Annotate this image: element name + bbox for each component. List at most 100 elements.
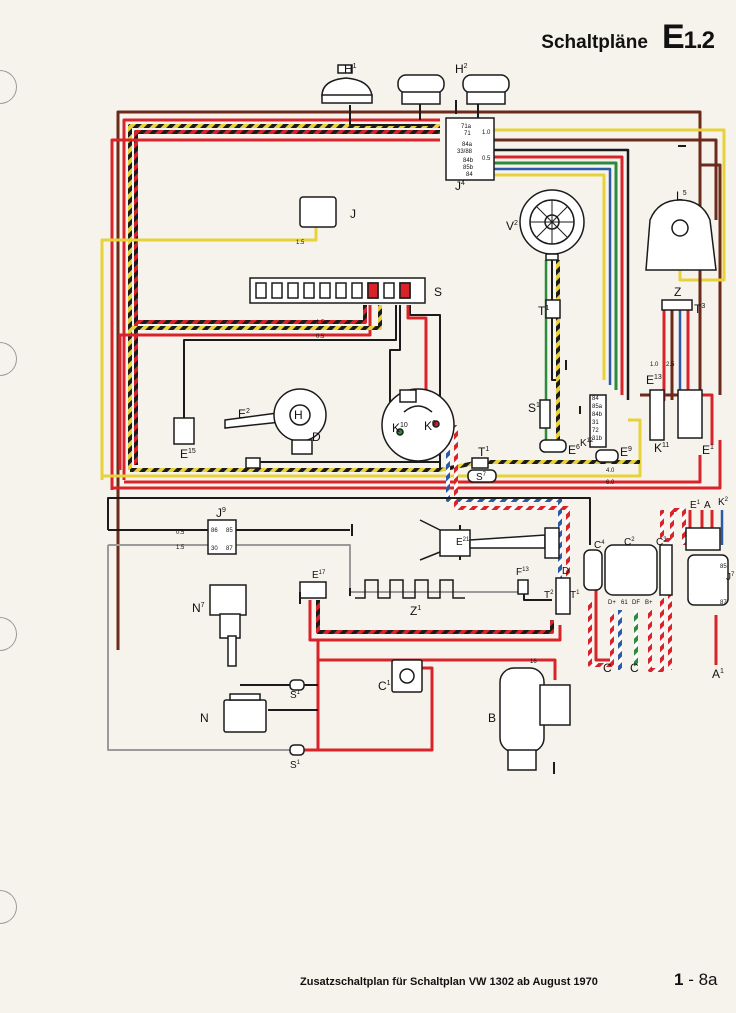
switch-block: [589, 394, 607, 448]
wire-size-b: 16: [530, 659, 537, 665]
wire-red-top: [122, 118, 440, 480]
wire-yellow-j: [100, 225, 318, 480]
label-d: D: [312, 430, 321, 444]
lamp-l5: [645, 199, 717, 271]
pin-sw-0: 84: [592, 396, 599, 402]
wire-size-j: 1.5: [296, 240, 305, 246]
pin-j7-1: 87: [720, 600, 727, 606]
wire-size-bus-1: 6.0: [606, 480, 615, 486]
label-c3: C3: [656, 537, 667, 548]
label-l5: L5: [676, 189, 687, 203]
label-e1: E1: [702, 443, 714, 457]
pin-j4-1: 71: [464, 131, 471, 137]
page-number-suffix: 8a: [698, 970, 718, 989]
label-b: B: [488, 711, 496, 725]
label-s1c: S1: [290, 760, 301, 771]
page-number: 1 - 8a: [674, 970, 718, 990]
pin-sw-2: 84b: [592, 412, 603, 418]
pin-sw-5: 31b: [592, 436, 603, 442]
heater-z1: [355, 579, 465, 599]
page-number-prefix: 1: [674, 970, 684, 989]
fuse-s1c: [289, 744, 305, 756]
wire-red-black-top: [134, 130, 440, 465]
horn-h1: [321, 64, 373, 104]
label-h1: H1: [344, 62, 357, 76]
label-z: Z: [674, 285, 681, 299]
sensor-f13: [517, 579, 529, 595]
pin-j7-0: 85: [720, 564, 727, 570]
wire-red-bus: [112, 440, 722, 490]
label-e15: E15: [180, 447, 196, 461]
footer-caption: Zusatzschaltplan für Schaltplan VW 1302 …: [300, 976, 598, 988]
label-a: A: [704, 500, 711, 511]
label-k2: K2: [718, 497, 729, 508]
pin-j4-0: 71a: [461, 124, 472, 130]
label-j: J: [350, 207, 356, 221]
label-e1b: E1: [690, 500, 701, 511]
fusebox-s: [249, 277, 426, 304]
label-s1: S1: [528, 401, 540, 415]
label-a1: A1: [712, 667, 724, 681]
wire-brown-j4: [494, 138, 718, 220]
wire-black-s: [183, 305, 397, 418]
relay-j9: [207, 519, 237, 555]
pin-j9-1: 30: [211, 546, 218, 552]
instrument-cluster: [381, 388, 455, 462]
pin-reg-3: B+: [645, 600, 653, 606]
battery-block: [685, 527, 721, 551]
pin-j4-3: 33/88: [457, 149, 473, 155]
connector-t1-left: [245, 457, 261, 469]
label-t3: T3: [694, 302, 705, 316]
fuse-s7: [467, 469, 497, 483]
label-j4: J4: [455, 179, 465, 193]
label-s7: S7: [476, 472, 487, 483]
wire-green-j4: [494, 161, 618, 390]
pin-sw-1: 85a: [592, 404, 603, 410]
wire-red-bus2: [124, 455, 702, 484]
page-number-sep: -: [683, 970, 699, 989]
label-s: S: [434, 285, 442, 299]
wire-size-s-0: 1.5: [316, 320, 325, 326]
wire-size-j4-2: 0.5: [482, 156, 491, 162]
label-z1: Z1: [410, 604, 421, 618]
wire-red-b1: [300, 640, 320, 752]
label-c4: C4: [594, 540, 605, 551]
wire-redblack-s: [135, 305, 367, 324]
pin-j9-2: 85: [226, 528, 233, 534]
label-f13: F13: [516, 567, 529, 578]
switch-e13: [649, 389, 665, 441]
valve-n7: [209, 584, 247, 667]
wire-red-s1: [118, 305, 372, 470]
fuse-s1b: [289, 679, 305, 691]
pin-j4-4: 84b: [463, 158, 474, 164]
fan-v2: [519, 189, 585, 261]
pin-sw-3: 31: [592, 420, 599, 426]
pin-reg-0: D+: [608, 600, 616, 606]
pin-j9-3: 87: [226, 546, 233, 552]
wire-blue-white-1: [446, 425, 562, 580]
pin-reg-1: 61: [621, 600, 628, 606]
wire-yellowblack-s: [130, 305, 382, 330]
label-t2: T2: [544, 590, 554, 601]
wire-greenwhite-reg: [634, 610, 640, 667]
label-h2: H2: [455, 62, 468, 76]
starter-b: [499, 667, 571, 771]
header-title: Schaltpläne: [541, 32, 648, 53]
label-e13: E13: [646, 373, 662, 387]
label-d2: D: [562, 566, 569, 577]
label-j9: J9: [216, 506, 226, 520]
section-letter: E: [661, 18, 685, 56]
wire-red-white-1: [454, 425, 570, 580]
label-c-a: C: [603, 661, 612, 675]
label-e17: E17: [312, 570, 326, 581]
label-n7: N7: [192, 601, 205, 615]
pin-sw-4: 72: [592, 428, 599, 434]
wiper-switch-e2: [224, 388, 327, 455]
generator-c2: [604, 544, 658, 596]
switch-e6: [539, 439, 567, 453]
label-t1a: T1: [538, 304, 549, 318]
wire-size-j9-0: 0.5: [176, 530, 185, 536]
switch-e9: [595, 449, 619, 463]
label-h: H: [294, 408, 303, 422]
wire-yellow-j4b: [494, 173, 606, 380]
